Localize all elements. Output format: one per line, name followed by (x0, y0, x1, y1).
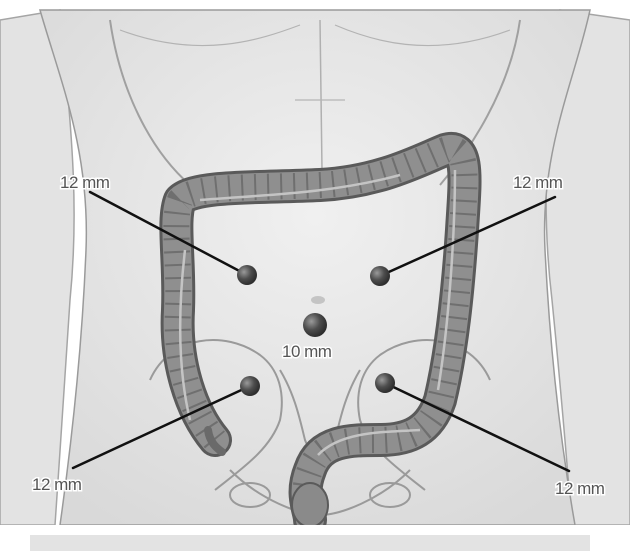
bottom-strip (0, 525, 630, 535)
label-lower-left: 12 mm (32, 475, 82, 494)
label-upper-right: 12 mm (513, 173, 563, 192)
label-lower-right: 12 mm (555, 479, 605, 498)
rectum (292, 483, 328, 527)
port-marker-lower-right (375, 373, 395, 393)
label-umbilical: 10 mm (282, 342, 332, 361)
port-marker-upper-left (237, 265, 257, 285)
port-marker-upper-right (370, 266, 390, 286)
label-upper-left: 12 mm (60, 173, 110, 192)
port-marker-lower-left (240, 376, 260, 396)
navel (311, 296, 325, 304)
bottom-partial-image (30, 535, 590, 551)
port-marker-umbilical (303, 313, 327, 337)
